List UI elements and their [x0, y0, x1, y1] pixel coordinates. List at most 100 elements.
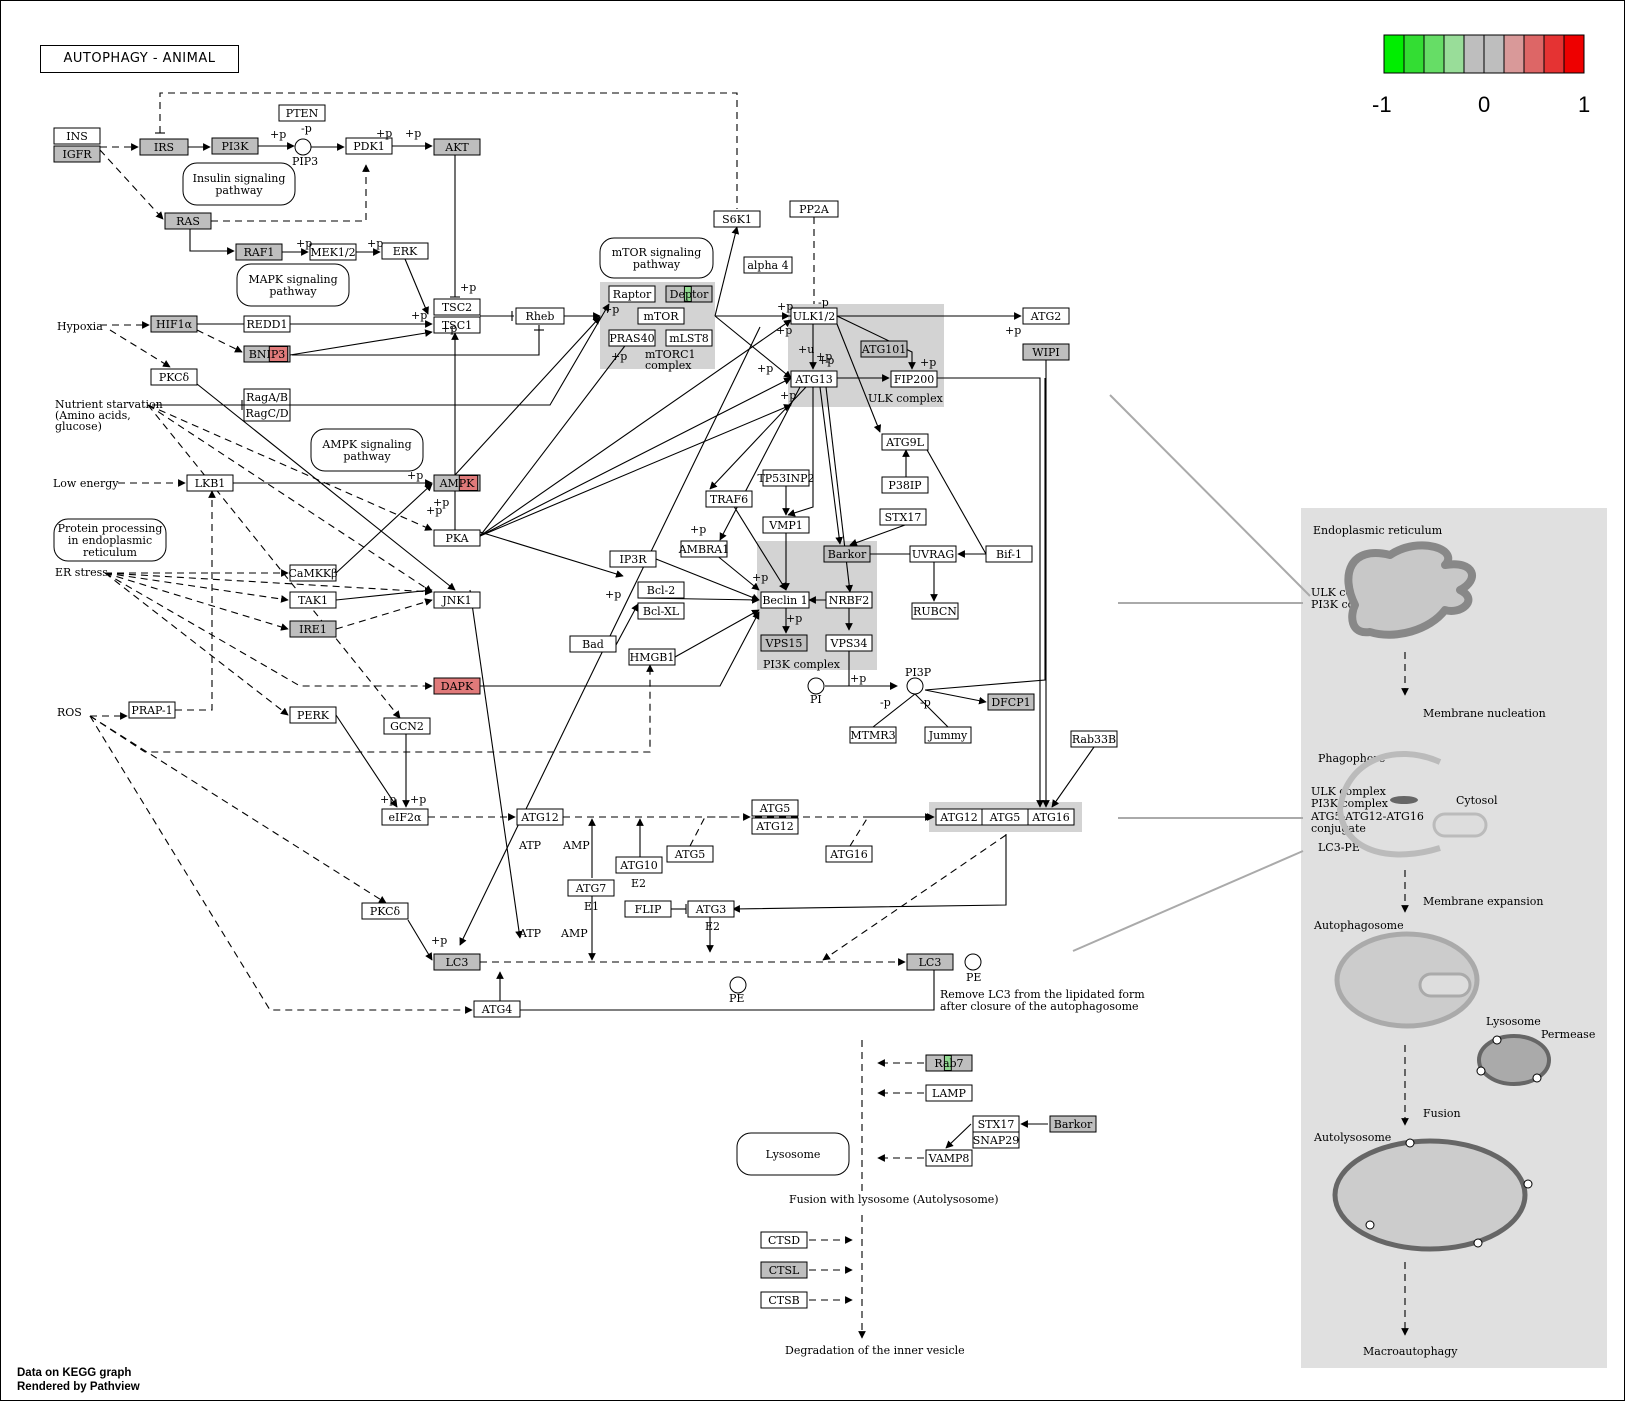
gene-node-camkkb[interactable]: CaMKKβ: [288, 564, 338, 582]
gene-node-pdk1[interactable]: PDK1: [345, 137, 393, 155]
gene-node-erk[interactable]: ERK: [381, 242, 429, 260]
gene-node-ctsl[interactable]: CTSL: [760, 1261, 808, 1279]
gene-node-prap1[interactable]: PRAP-1: [128, 701, 176, 719]
gene-node-atg4[interactable]: ATG4: [473, 1000, 521, 1018]
gene-node-bad[interactable]: Bad: [569, 635, 617, 653]
gene-node-wipi[interactable]: WIPI: [1022, 343, 1070, 361]
pathway-link-lyso[interactable]: Lysosome: [736, 1132, 850, 1176]
gene-node-tsc2[interactable]: TSC2: [433, 298, 481, 316]
gene-node-ip3r[interactable]: IP3R: [609, 550, 657, 568]
gene-node-pi3k[interactable]: PI3K: [211, 137, 259, 155]
gene-node-deptor[interactable]: Deptor: [665, 285, 713, 303]
gene-node-hif1a[interactable]: HIF1α: [150, 315, 198, 333]
gene-node-mlst8[interactable]: mLST8: [665, 329, 713, 347]
gene-node-atg7[interactable]: ATG7: [567, 879, 615, 897]
gene-node-atg5a[interactable]: ATG5: [751, 799, 799, 817]
gene-node-lamp[interactable]: LAMP: [925, 1084, 973, 1102]
gene-node-tsc1[interactable]: TSC1: [433, 316, 481, 334]
gene-node-gcn2[interactable]: GCN2: [383, 717, 431, 735]
gene-node-hmgb1[interactable]: HMGB1: [628, 648, 676, 666]
gene-node-mtor[interactable]: mTOR: [637, 307, 685, 325]
gene-node-atg13[interactable]: ATG13: [790, 370, 838, 388]
gene-node-atg16b[interactable]: ATG16: [1027, 808, 1075, 826]
gene-node-atg9l[interactable]: ATG9L: [881, 433, 929, 451]
gene-node-pten[interactable]: PTEN: [278, 104, 326, 122]
gene-node-stx17b[interactable]: STX17: [972, 1115, 1020, 1133]
gene-node-ras[interactable]: RAS: [164, 212, 212, 230]
gene-node-rubcn[interactable]: RUBCN: [911, 602, 959, 620]
gene-node-ulk12[interactable]: ULK1/2: [790, 307, 838, 325]
gene-node-ins[interactable]: INS: [53, 127, 101, 145]
gene-node-vamp8[interactable]: VAMP8: [925, 1149, 973, 1167]
gene-node-vps15[interactable]: VPS15: [760, 634, 808, 652]
gene-node-stx17a[interactable]: STX17: [879, 508, 927, 526]
gene-node-atg12c[interactable]: ATG12: [935, 808, 983, 826]
gene-node-atg12b[interactable]: ATG12: [751, 817, 799, 835]
gene-node-pras40[interactable]: PRAS40: [608, 329, 656, 347]
gene-node-ctsd[interactable]: CTSD: [760, 1231, 808, 1249]
gene-node-pkcd1[interactable]: PKCδ: [150, 368, 198, 386]
gene-node-eif2a[interactable]: eIF2α: [381, 808, 429, 826]
gene-node-bclxl[interactable]: Bcl-XL: [637, 602, 685, 620]
gene-node-igfr[interactable]: IGFR: [53, 145, 101, 163]
gene-node-lkb1[interactable]: LKB1: [186, 474, 234, 492]
gene-node-beclin1[interactable]: Beclin 1: [760, 591, 810, 609]
gene-node-bnip3[interactable]: BNIP3: [243, 345, 291, 363]
gene-node-atg3[interactable]: ATG3: [687, 900, 735, 918]
gene-node-redd1[interactable]: REDD1: [243, 315, 291, 333]
gene-node-barkor2[interactable]: Barkor: [1049, 1115, 1097, 1133]
gene-node-lc3b[interactable]: LC3: [906, 953, 954, 971]
gene-node-s6k1[interactable]: S6K1: [713, 210, 761, 228]
gene-node-atg12a[interactable]: ATG12: [516, 808, 564, 826]
gene-node-pp2a[interactable]: PP2A: [789, 200, 839, 218]
gene-node-atg16a[interactable]: ATG16: [825, 845, 873, 863]
gene-node-nrbf2[interactable]: NRBF2: [825, 591, 873, 609]
gene-node-ctsb[interactable]: CTSB: [760, 1291, 808, 1309]
gene-node-rab33b[interactable]: Rab33B: [1070, 730, 1118, 748]
gene-node-akt[interactable]: AKT: [433, 138, 481, 156]
gene-node-atg5b[interactable]: ATG5: [666, 845, 714, 863]
gene-node-pka[interactable]: PKA: [433, 529, 481, 547]
gene-node-atg2[interactable]: ATG2: [1022, 307, 1070, 325]
gene-node-vmp1[interactable]: VMP1: [762, 516, 810, 534]
gene-node-raf1[interactable]: RAF1: [235, 243, 283, 261]
gene-node-lc3a[interactable]: LC3: [433, 953, 481, 971]
gene-node-jnk1[interactable]: JNK1: [433, 591, 481, 609]
gene-node-ampk[interactable]: AMPK: [433, 474, 481, 492]
gene-node-vps34[interactable]: VPS34: [825, 634, 873, 652]
gene-node-fip200[interactable]: FIP200: [890, 370, 938, 388]
gene-node-ire1[interactable]: IRE1: [289, 620, 337, 638]
gene-node-perk[interactable]: PERK: [289, 706, 337, 724]
gene-node-dapk[interactable]: DAPK: [433, 677, 481, 695]
gene-node-jummy[interactable]: Jummy: [924, 726, 972, 744]
gene-node-bcl2[interactable]: Bcl-2: [637, 581, 685, 599]
gene-node-tak1[interactable]: TAK1: [289, 591, 337, 609]
gene-node-raptor[interactable]: Raptor: [608, 285, 656, 303]
gene-node-mek12[interactable]: MEK1/2: [309, 243, 357, 261]
gene-node-tp53inp2[interactable]: TP53INP2: [757, 469, 815, 487]
gene-node-mtmr3[interactable]: MTMR3: [849, 726, 897, 744]
gene-node-dfcp1[interactable]: DFCP1: [987, 693, 1035, 711]
gene-node-rab7[interactable]: Rab7: [925, 1054, 973, 1072]
gene-node-atg10[interactable]: ATG10: [615, 856, 663, 874]
gene-node-atg101[interactable]: ATG101: [860, 340, 908, 358]
gene-node-rheb[interactable]: Rheb: [515, 307, 565, 325]
gene-node-snap29[interactable]: SNAP29: [972, 1131, 1020, 1149]
gene-node-flip[interactable]: FLIP: [624, 900, 672, 918]
gene-node-ambra1[interactable]: AMBRA1: [678, 540, 730, 558]
gene-node-p38ip[interactable]: P38IP: [881, 476, 929, 494]
gene-node-bif1[interactable]: Bif-1: [985, 545, 1033, 563]
gene-node-atg5c[interactable]: ATG5: [981, 808, 1029, 826]
gene-node-irs[interactable]: IRS: [139, 138, 189, 156]
gene-node-barkor1[interactable]: Barkor: [823, 545, 871, 563]
gene-node-pkcd2[interactable]: PKCδ: [361, 902, 409, 920]
gene-node-uvrag[interactable]: UVRAG: [909, 545, 957, 563]
gene-node-traf6[interactable]: TRAF6: [705, 490, 753, 508]
gene-node-ragcd[interactable]: RagC/D: [243, 404, 291, 422]
gene-node-alpha4[interactable]: alpha 4: [743, 256, 793, 274]
